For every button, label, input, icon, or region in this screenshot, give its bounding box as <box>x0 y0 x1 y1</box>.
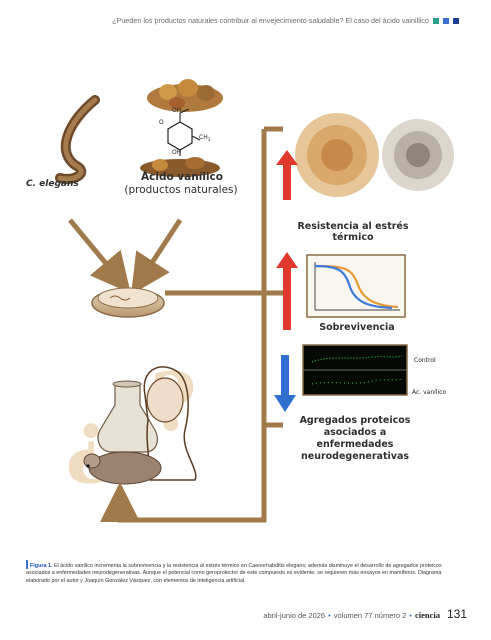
footer-volume: volumen 77 número 2 <box>333 611 407 620</box>
flask-icon <box>97 384 158 453</box>
mammal-illustration <box>83 366 197 485</box>
header-square-teal <box>433 17 439 24</box>
header-square-blue <box>443 17 449 24</box>
label-aggregates-1: Agregados proteicos <box>299 415 411 426</box>
survival-curve-vanillic <box>314 264 399 309</box>
diagram-svg: ¿ ? <box>55 79 454 523</box>
arrow-acid-to-dish <box>131 218 183 295</box>
chem-oh-top: OH <box>172 107 182 114</box>
vanillic-acid-structure <box>167 108 201 156</box>
label-heat-resistance-1: Resistencia al estrés <box>297 221 409 232</box>
page-footer: abril-junio de 2026 • volumen 77 número … <box>263 607 467 621</box>
natural-products-top <box>147 79 223 112</box>
worm-illustration <box>55 95 100 184</box>
mouse-icon <box>88 451 162 485</box>
label-vanillic-acid-short: Ác. vanílico <box>412 389 447 396</box>
label-aggregates-3: enfermedades <box>316 439 394 450</box>
running-header: ¿Pueden los productos naturales contribu… <box>112 16 459 25</box>
label-c-elegans: C. elegans <box>26 179 79 189</box>
survival-curve-panel <box>306 254 406 318</box>
page-number: 131 <box>446 607 467 621</box>
footer-brand: ciencia <box>414 610 440 620</box>
chem-oh-bottom: OH <box>172 149 182 156</box>
petri-dish <box>91 287 165 318</box>
woman-face-icon <box>146 377 184 423</box>
caption-figure-label: Figura 1. <box>30 563 53 569</box>
figure-diagram: ¿ ? C. elegans Ácido vanílico (productos… <box>26 79 454 523</box>
label-heat-resistance-2: térmico <box>332 232 374 243</box>
label-natural-products: (productos naturales) <box>124 184 238 196</box>
survival-curve-control <box>314 264 393 310</box>
footer-separator-1: • <box>328 611 331 620</box>
caption-text: El ácido vanílico incrementa la sobreviv… <box>26 563 442 584</box>
figure-caption: Figura 1. El ácido vanílico incrementa l… <box>26 560 466 585</box>
label-vanillic-acid: Ácido vanílico <box>141 171 223 183</box>
label-aggregates-4: neurodegenerativas <box>300 451 410 462</box>
caption-accent-bar <box>26 560 28 569</box>
header-title: ¿Pueden los productos naturales contribu… <box>112 16 429 25</box>
header-square-navy <box>453 17 459 24</box>
heat-stress-illustration <box>295 113 454 197</box>
natural-products-bottom <box>140 157 220 177</box>
label-control: Control <box>414 357 436 364</box>
footer-date: abril-junio de 2026 <box>263 611 326 620</box>
footer-separator-2: • <box>409 611 412 620</box>
chem-o: O <box>159 119 164 126</box>
label-survival: Sobrevivencia <box>319 322 395 333</box>
label-aggregates-2: asociados a <box>323 427 387 438</box>
chem-och3: CH3 <box>199 134 211 143</box>
increase-arrow-heat <box>276 150 298 200</box>
feedback-arrow <box>100 425 267 523</box>
microscopy-panel <box>302 344 408 396</box>
increase-arrow-survival <box>276 252 298 330</box>
decrease-arrow-aggregates <box>274 355 296 412</box>
arrow-worm-to-dish <box>68 218 131 294</box>
